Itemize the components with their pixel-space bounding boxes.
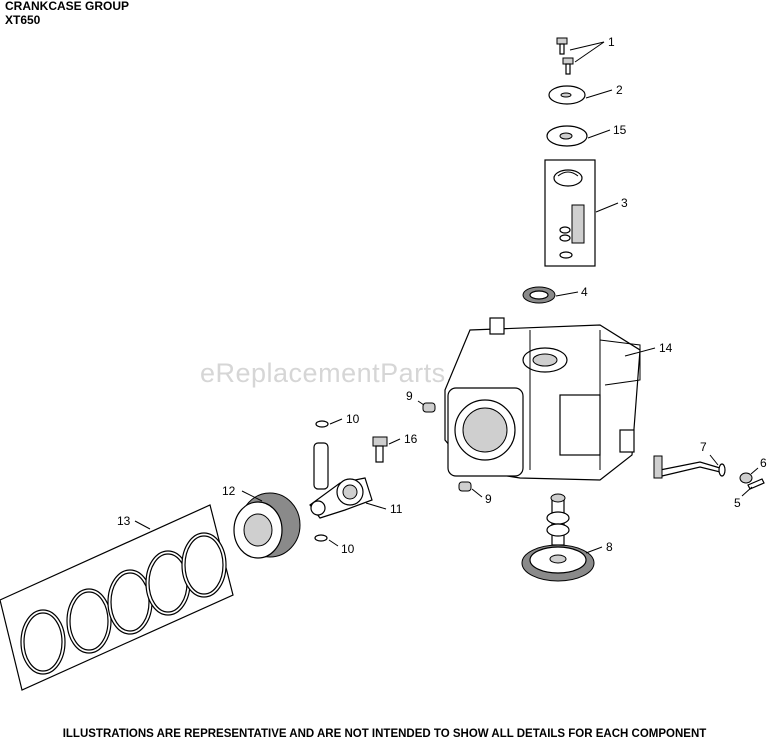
part-14-crankcase[interactable]	[444, 317, 641, 481]
callout-6: 6	[760, 456, 767, 470]
part-16-bolt[interactable]	[372, 436, 388, 463]
callout-4: 4	[581, 285, 588, 299]
callout-9-upper: 9	[406, 389, 413, 403]
diagram-title: CRANKCASE GROUP	[5, 0, 130, 13]
callout-10-lower: 10	[341, 542, 355, 556]
part-9-dowel-pin-lower[interactable]	[458, 481, 472, 492]
part-9-dowel-pin-upper[interactable]	[422, 402, 436, 413]
callout-10-upper: 10	[346, 412, 360, 426]
part-10-piston-pin-clip-upper[interactable]	[315, 420, 329, 428]
callout-14: 14	[659, 341, 673, 355]
part-10-piston-pin-clip-lower[interactable]	[314, 534, 328, 542]
callout-9-lower: 9	[485, 492, 492, 506]
part-11-connecting-rod[interactable]	[309, 477, 373, 519]
callout-3: 3	[621, 196, 628, 210]
part-1-screws[interactable]	[556, 37, 574, 75]
part-2-plate[interactable]	[548, 85, 586, 105]
part-8-camshaft[interactable]	[521, 493, 595, 582]
callout-5: 5	[734, 496, 741, 510]
callout-16: 16	[404, 432, 418, 446]
part-4-oil-seal[interactable]	[522, 286, 556, 304]
disclaimer-footer: ILLUSTRATIONS ARE REPRESENTATIVE AND ARE…	[62, 728, 707, 740]
callout-12: 12	[222, 484, 236, 498]
part-15-gasket[interactable]	[546, 125, 588, 147]
callout-11: 11	[390, 502, 403, 516]
part-12-piston[interactable]	[233, 492, 301, 559]
callout-15: 15	[613, 123, 627, 137]
callout-7: 7	[700, 440, 707, 454]
model-number: XT650	[5, 13, 41, 27]
callout-1: 1	[608, 35, 615, 49]
part-5-pin[interactable]	[747, 478, 765, 490]
part-6-nut[interactable]	[739, 472, 753, 484]
part-3-breather-kit[interactable]	[544, 159, 596, 267]
part-13-piston-ring-set[interactable]	[0, 504, 234, 691]
callout-8: 8	[606, 540, 613, 554]
part-7-governor-shaft[interactable]	[653, 455, 726, 479]
piston-pin[interactable]	[313, 442, 329, 490]
callout-2: 2	[616, 83, 623, 97]
callout-13: 13	[117, 514, 131, 528]
